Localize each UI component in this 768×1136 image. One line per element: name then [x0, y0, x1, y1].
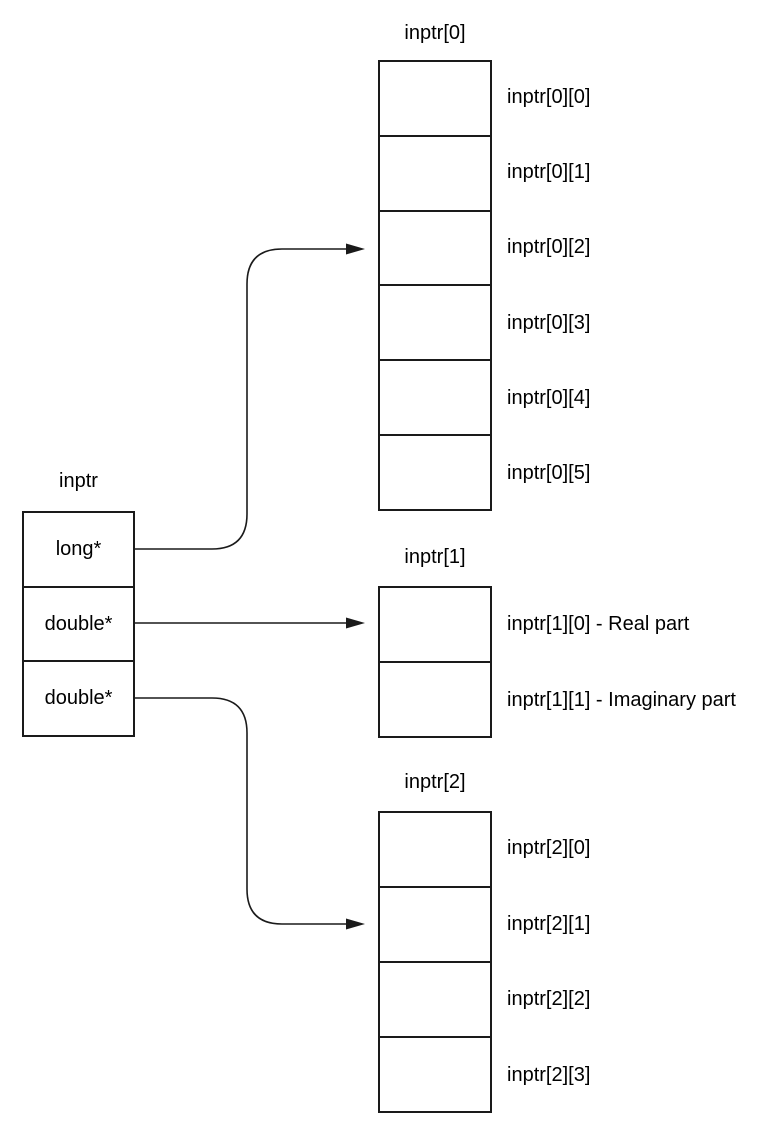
array2-label-2: inptr[2][2]: [507, 988, 591, 1011]
pointer-cell-long: long*: [55, 537, 102, 560]
pointer-box-cells: long* double* double*: [22, 511, 135, 737]
array0-cell: [380, 209, 490, 285]
array-inptr2: inptr[2][0] inptr[2][1] inptr[2][2] inpt…: [378, 811, 590, 1113]
array0-cell: [380, 434, 490, 509]
array2-cell: [380, 886, 490, 961]
array0-label-2: inptr[0][2]: [507, 236, 591, 259]
array0-cell: [380, 359, 490, 434]
arrowhead-inptr0: [346, 243, 365, 255]
array0-label-0: inptr[0][0]: [507, 86, 591, 109]
array-inptr1: inptr[1][0] - Real part inptr[1][1] - Im…: [378, 586, 736, 738]
arrow-inptr2: [135, 697, 365, 930]
array1-label-0: inptr[1][0] - Real part: [507, 612, 690, 635]
array1-title: inptr[1]: [404, 546, 466, 568]
array2-label-3: inptr[2][3]: [507, 1063, 591, 1086]
arrow-inptr1: [135, 617, 365, 629]
arrow-inptr0: [135, 243, 365, 550]
array2-label-0: inptr[2][0]: [507, 837, 591, 860]
array0-cell: [380, 284, 490, 359]
array0-label-5: inptr[0][5]: [507, 461, 591, 484]
array2-box: [378, 811, 492, 1113]
pointer-cell-double-2: double*: [24, 660, 133, 735]
array1-label-1: inptr[1][1] - Imaginary part: [507, 688, 736, 711]
arrowhead-inptr1: [346, 617, 365, 629]
array0-title: inptr[0]: [404, 22, 466, 44]
array2-cell: [380, 961, 490, 1036]
array0-box: [378, 60, 492, 511]
array0-label-1: inptr[0][1]: [507, 161, 591, 184]
array0-cell: [380, 134, 490, 210]
array0-label-3: inptr[0][3]: [507, 311, 591, 334]
array1-cell: [380, 588, 490, 661]
arrowhead-inptr2: [346, 918, 365, 930]
array2-cell: [380, 813, 490, 886]
array0-label-4: inptr[0][4]: [507, 386, 591, 409]
array-inptr0: inptr[0][0] inptr[0][1] inptr[0][2] inpt…: [378, 60, 590, 511]
array1-cell: [380, 661, 490, 736]
pointer-box-title: inptr: [59, 470, 98, 492]
array2-label-1: inptr[2][1]: [507, 912, 591, 935]
array2-cell: [380, 1036, 490, 1111]
array2-labels: inptr[2][0] inptr[2][1] inptr[2][2] inpt…: [507, 811, 590, 1113]
array0-cell: [380, 62, 490, 135]
pointer-box: long* double* double*: [22, 511, 135, 737]
array1-box: [378, 586, 492, 738]
array2-title: inptr[2]: [404, 771, 466, 793]
array1-labels: inptr[1][0] - Real part inptr[1][1] - Im…: [507, 586, 736, 738]
array0-labels: inptr[0][0] inptr[0][1] inptr[0][2] inpt…: [507, 60, 590, 511]
pointer-cell-double-1: double*: [24, 585, 133, 661]
